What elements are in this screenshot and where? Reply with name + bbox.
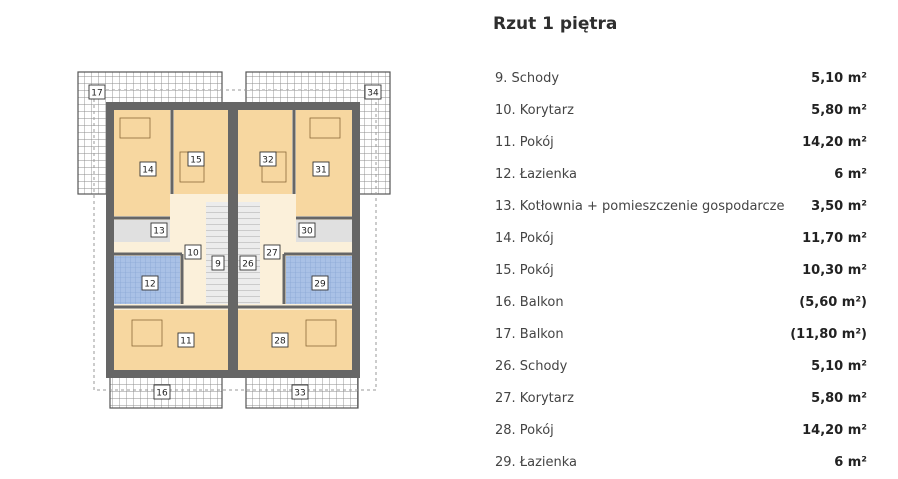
room-area: 10,30 m²: [802, 263, 867, 278]
list-item: 17. Balkon (11,80 m²): [495, 319, 867, 351]
interior-walls: [114, 102, 352, 378]
room-number-label: 31: [315, 166, 326, 176]
room-area: 6 m²: [834, 455, 867, 470]
room-list: 9. Schody 5,10 m² 10. Korytarz 5,80 m² 11.…: [495, 63, 867, 479]
room-area: 3,50 m²: [811, 199, 867, 214]
room-area: 5,80 m²: [811, 391, 867, 406]
room-number-label: 26: [242, 260, 254, 270]
room-number-label: 32: [262, 156, 273, 166]
room-number-box: [177, 332, 195, 348]
room-name: 13. Kotłownia + pomieszczenie gospodarcz…: [495, 199, 785, 214]
floor-plan: 17 34 14 15 32 31 13 30 10 9 26 27 12 29 11 28 16 33: [77, 71, 391, 409]
room-number-label: 27: [266, 249, 277, 259]
room-name: 26. Schody: [495, 359, 568, 374]
room-number-label: 29: [314, 280, 326, 290]
room-number-label: 13: [153, 227, 164, 237]
room-number-box: [153, 384, 171, 400]
room-name: 17. Balkon: [495, 327, 564, 342]
list-item: 14. Pokój 11,70 m²: [495, 223, 867, 255]
room-number-box: [211, 255, 225, 271]
room-number-label: 33: [294, 389, 305, 399]
list-item: 27. Korytarz 5,80 m²: [495, 383, 867, 415]
room-name: 11. Pokój: [495, 135, 554, 150]
list-item: 12. Łazienka 6 m²: [495, 159, 867, 191]
room-number-box: [184, 244, 202, 260]
room-number-label: 12: [144, 280, 155, 290]
room-number-label: 17: [91, 89, 102, 99]
room-number-box: [139, 161, 157, 177]
room-number-box: [311, 275, 329, 291]
room-name: 9. Schody: [495, 71, 560, 86]
room-name: 16. Balkon: [495, 295, 564, 310]
list-item: 13. Kotłownia + pomieszczenie gospodarcz…: [495, 191, 867, 223]
room-number-box: [312, 161, 330, 177]
room-number-box: [150, 222, 168, 238]
list-item: 9. Schody 5,10 m²: [495, 63, 867, 95]
room-name: 15. Pokój: [495, 263, 554, 278]
room-area: (5,60 m²): [799, 295, 867, 310]
list-item: 15. Pokój 10,30 m²: [495, 255, 867, 287]
list-item: 28. Pokój 14,20 m²: [495, 415, 867, 447]
room-area: 5,10 m²: [811, 359, 867, 374]
room-number-box: [271, 332, 289, 348]
room-number-label: 34: [367, 89, 379, 99]
page-title: Rzut 1 piętra: [493, 14, 618, 34]
room-area: (11,80 m²): [790, 327, 867, 342]
room-area: 5,10 m²: [811, 71, 867, 86]
room-number-label: 9: [215, 260, 221, 270]
list-item: 16. Balkon (5,60 m²): [495, 287, 867, 319]
list-item: 29. Łazienka 6 m²: [495, 447, 867, 479]
room-area: 6 m²: [834, 167, 867, 182]
room-28: [238, 310, 352, 370]
stairs-26: [238, 202, 260, 304]
room-number-box: [187, 151, 205, 167]
room-name: 27. Korytarz: [495, 391, 574, 406]
room-area: 14,20 m²: [802, 135, 867, 150]
room-area: 14,20 m²: [802, 423, 867, 438]
list-item: 10. Korytarz 5,80 m²: [495, 95, 867, 127]
room-number-box: [263, 244, 281, 260]
room-number-label: 16: [156, 389, 168, 399]
room-number-box: [291, 384, 309, 400]
room-name: 14. Pokój: [495, 231, 554, 246]
room-number-label: 14: [142, 166, 154, 176]
room-number-label: 30: [301, 227, 313, 237]
room-name: 12. Łazienka: [495, 167, 578, 182]
room-number-label: 15: [190, 156, 201, 166]
room-area: 5,80 m²: [811, 103, 867, 118]
room-number-box: [88, 84, 106, 100]
list-item: 11. Pokój 14,20 m²: [495, 127, 867, 159]
room-number-box: [239, 255, 257, 271]
room-area: 11,70 m²: [802, 231, 867, 246]
stairs-9: [206, 202, 228, 304]
room-number-box: [141, 275, 159, 291]
room-11: [114, 310, 228, 370]
room-name: 29. Łazienka: [495, 455, 578, 470]
list-item: 26. Schody 5,10 m²: [495, 351, 867, 383]
room-number-label: 28: [274, 337, 286, 347]
room-name: 28. Pokój: [495, 423, 554, 438]
room-name: 10. Korytarz: [495, 103, 574, 118]
furniture: [119, 117, 341, 347]
room-number-box: [298, 222, 316, 238]
room-number-box: [364, 84, 382, 100]
room-number-box: [259, 151, 277, 167]
room-number-label: 11: [180, 337, 191, 347]
roof-outline: [93, 89, 377, 391]
room-number-label: 10: [187, 249, 199, 259]
